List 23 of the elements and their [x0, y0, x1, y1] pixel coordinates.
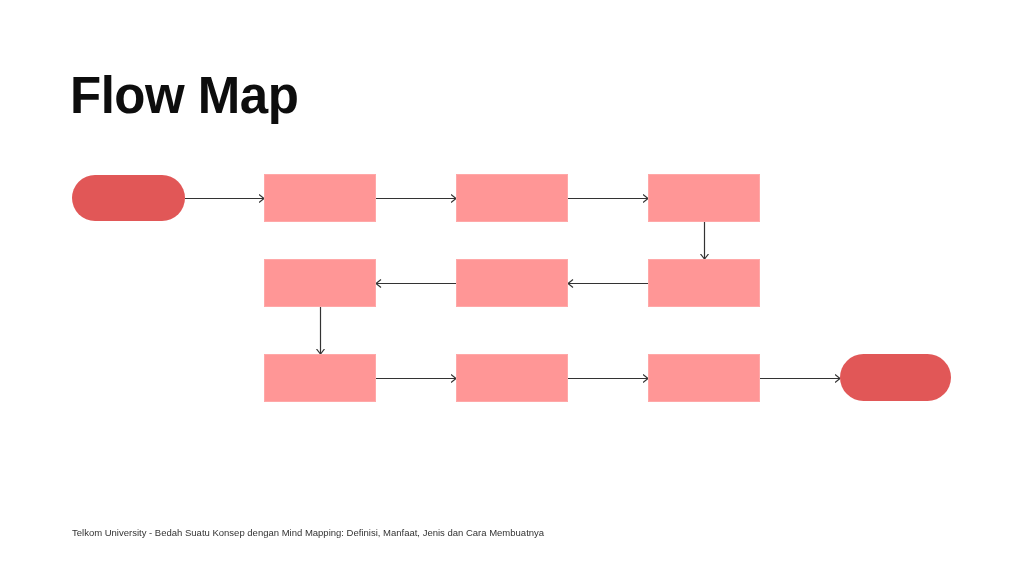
arrow [375, 193, 457, 204]
arrow [184, 193, 265, 204]
process-box [456, 174, 568, 222]
arrow [759, 373, 841, 384]
process-box [648, 174, 760, 222]
arrow [567, 278, 649, 289]
arrow [315, 306, 326, 355]
arrow [375, 278, 457, 289]
terminal-pill [840, 354, 951, 401]
process-box [648, 259, 760, 307]
terminal-pill [72, 175, 185, 221]
arrow [375, 373, 457, 384]
process-box [648, 354, 760, 402]
process-box [456, 354, 568, 402]
process-box [264, 354, 376, 402]
arrow [567, 373, 649, 384]
process-box [264, 174, 376, 222]
arrow [699, 221, 710, 260]
process-box [264, 259, 376, 307]
process-box [456, 259, 568, 307]
title: Flow Map [70, 68, 299, 125]
source-caption: Telkom University - Bedah Suatu Konsep dengan Mind Mapping: Definisi, Manfaat, Jenis dan Cara Membuatnya [72, 527, 545, 538]
arrow [567, 193, 649, 204]
